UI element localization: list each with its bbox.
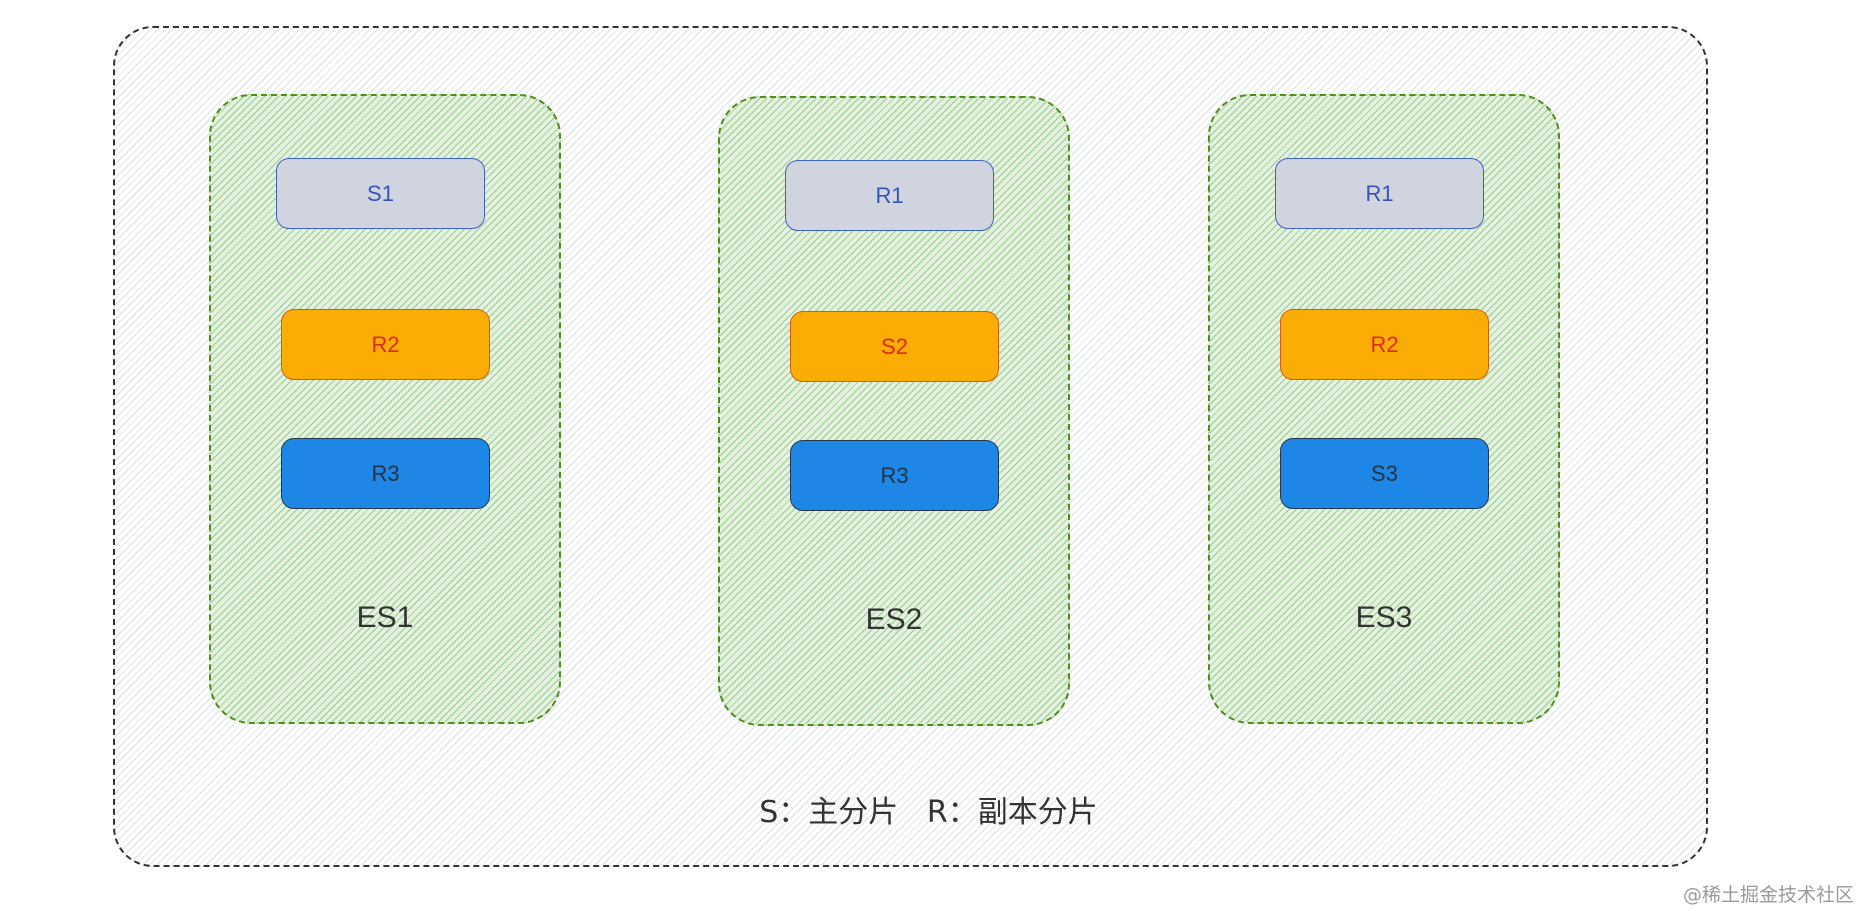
node-es3: R1 R2 S3 ES3 [1208,94,1560,724]
shard-label: R2 [371,331,400,357]
shard-box: R3 [281,438,490,509]
shard-box: R1 [785,160,994,231]
shard-box: S2 [790,311,999,382]
shard-label: R1 [1365,180,1394,206]
shard-label: R3 [371,460,400,486]
shard-label: S1 [367,180,394,206]
shard-box: R2 [281,309,490,380]
shard-box: S3 [1280,438,1489,509]
shard-box: R3 [790,440,999,511]
shard-label: R1 [875,182,904,208]
shard-box: S1 [276,158,485,229]
shard-box: R2 [1280,309,1489,380]
shard-label: S3 [1371,460,1398,486]
node-label: ES2 [865,603,923,636]
shard-label: R3 [880,462,909,488]
node-label: ES3 [1355,601,1413,634]
node-es1: S1 R2 R3 ES1 [209,94,561,724]
node-es2: R1 S2 R3 ES2 [718,96,1070,726]
shard-label: S2 [881,333,908,359]
watermark-text: @稀土掘金技术社区 [1682,884,1854,906]
node-label: ES1 [356,601,414,634]
shard-label: R2 [1370,331,1399,357]
legend-text: S：主分片 R：副本分片 [759,795,1098,830]
shard-box: R1 [1275,158,1484,229]
